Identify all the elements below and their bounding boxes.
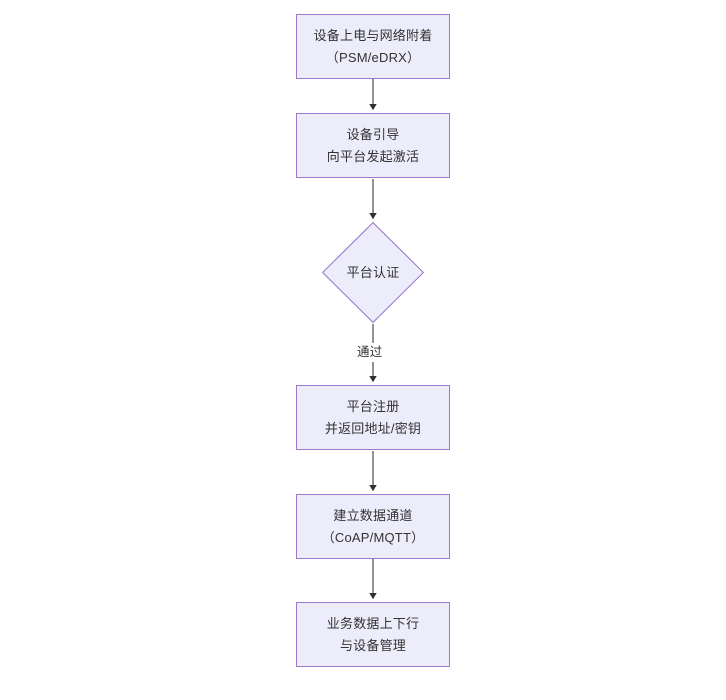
node-line: 平台认证 bbox=[346, 264, 400, 280]
node-line: 向平台发起激活 bbox=[326, 148, 420, 164]
node-line: 并返回地址/密钥 bbox=[324, 420, 422, 436]
edge-label-pass: 通过 bbox=[355, 343, 385, 362]
node-line: 与设备管理 bbox=[339, 637, 406, 653]
node-line: 业务数据上下行 bbox=[326, 615, 420, 631]
node-line: 建立数据通道 bbox=[333, 507, 413, 523]
node-line: 设备引导 bbox=[346, 126, 400, 142]
node-device-power-on[interactable]: 设备上电与网络附着 （PSM/eDRX） bbox=[296, 14, 450, 79]
node-platform-register[interactable]: 平台注册 并返回地址/密钥 bbox=[296, 385, 450, 450]
node-line: 平台注册 bbox=[346, 398, 400, 414]
node-platform-auth-decision[interactable]: 平台认证 bbox=[322, 222, 424, 323]
diamond-shape-icon bbox=[322, 222, 424, 323]
node-data-channel[interactable]: 建立数据通道 （CoAP/MQTT） bbox=[296, 494, 450, 559]
node-device-bootstrap[interactable]: 设备引导 向平台发起激活 bbox=[296, 113, 450, 178]
node-line: （PSM/eDRX） bbox=[325, 49, 421, 65]
node-line: （CoAP/MQTT） bbox=[321, 529, 425, 545]
node-line: 设备上电与网络附着 bbox=[313, 27, 433, 43]
node-business-data[interactable]: 业务数据上下行 与设备管理 bbox=[296, 602, 450, 667]
